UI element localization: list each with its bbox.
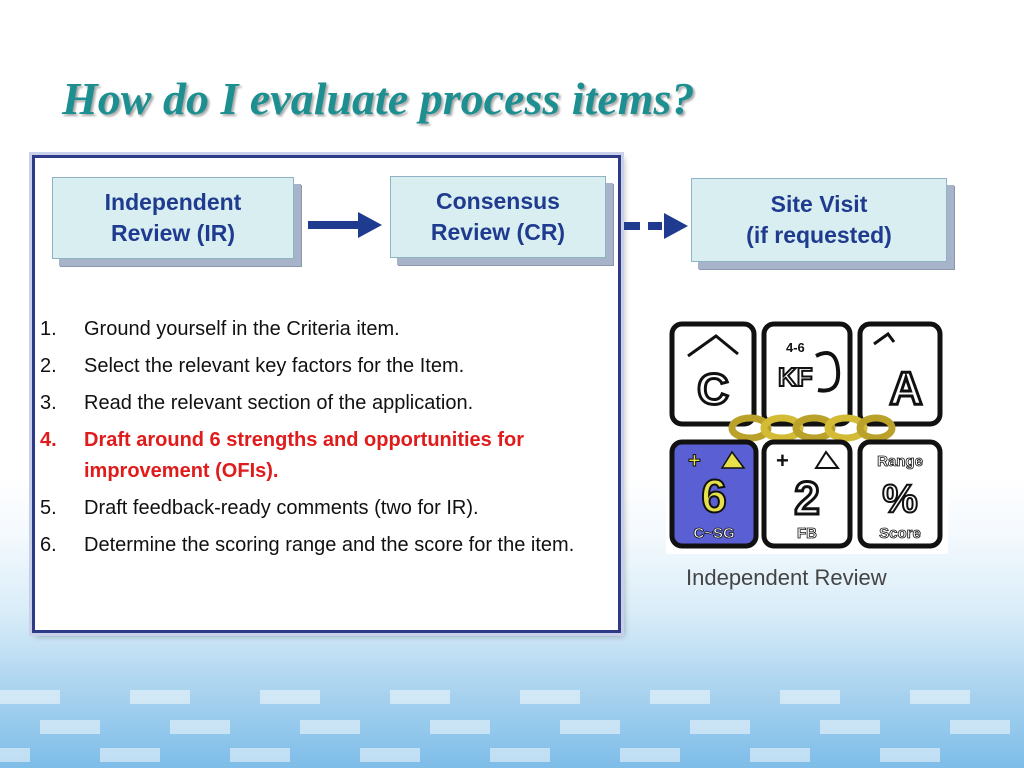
svg-text:C: C bbox=[697, 365, 729, 414]
card-kf-icon: 4-6 KF bbox=[761, 321, 853, 427]
list-item-highlighted: 4. Draft around 6 strengths and opportun… bbox=[40, 425, 610, 487]
card-c-icon: C bbox=[669, 321, 757, 427]
svg-text:C~SG: C~SG bbox=[693, 525, 734, 542]
site-visit-line2: (if requested) bbox=[746, 222, 892, 248]
step-text: Draft feedback-ready comments (two for I… bbox=[84, 497, 479, 519]
list-item: 6. Determine the scoring range and the s… bbox=[40, 530, 610, 561]
step-number: 3. bbox=[40, 392, 57, 414]
step-text: Ground yourself in the Criteria item. bbox=[84, 318, 400, 340]
independent-review-box: Independent Review (IR) bbox=[52, 177, 294, 259]
step-text: Determine the scoring range and the scor… bbox=[84, 534, 575, 556]
svg-text:2: 2 bbox=[794, 472, 820, 524]
water-band bbox=[0, 690, 1024, 704]
chain-icon bbox=[728, 414, 896, 442]
step-number: 5. bbox=[40, 497, 57, 519]
consensus-review-line1: Consensus bbox=[436, 187, 560, 214]
list-item: 5. Draft feedback-ready comments (two fo… bbox=[40, 493, 610, 524]
consensus-review-box: Consensus Review (CR) bbox=[390, 176, 606, 258]
step-text: Read the relevant section of the applica… bbox=[84, 392, 474, 414]
card-score-icon: Range % Score bbox=[857, 439, 943, 549]
steps-list: 1. Ground yourself in the Criteria item.… bbox=[40, 314, 610, 567]
svg-text:Score: Score bbox=[879, 525, 921, 542]
card-six-icon: + 6 C~SG bbox=[669, 439, 759, 549]
water-band bbox=[0, 748, 994, 762]
slide-title: How do I evaluate process items? bbox=[62, 73, 695, 124]
water-band bbox=[40, 720, 1024, 734]
card-a-icon: A bbox=[857, 321, 943, 427]
step-text: Draft around 6 strengths and opportuniti… bbox=[84, 429, 525, 482]
svg-text:Range: Range bbox=[877, 453, 923, 470]
svg-text:KF: KF bbox=[778, 362, 813, 392]
list-item: 1. Ground yourself in the Criteria item. bbox=[40, 314, 610, 345]
independent-review-illustration: C 4-6 KF A + 6 C~SG + 2 FB Range % Score bbox=[666, 316, 948, 554]
independent-review-line2: Review (IR) bbox=[111, 220, 235, 246]
dashed-arrow-icon bbox=[624, 213, 688, 239]
site-visit-line1: Site Visit bbox=[770, 190, 868, 217]
list-item: 3. Read the relevant section of the appl… bbox=[40, 388, 610, 419]
step-number: 2. bbox=[40, 355, 57, 377]
site-visit-box: Site Visit (if requested) bbox=[691, 178, 947, 262]
svg-text:+: + bbox=[776, 448, 789, 473]
step-text: Select the relevant key factors for the … bbox=[84, 355, 465, 377]
card-two-icon: + 2 FB bbox=[761, 439, 853, 549]
svg-text:A: A bbox=[889, 362, 922, 414]
solid-arrow-icon bbox=[308, 212, 382, 238]
step-number: 4. bbox=[40, 429, 57, 451]
svg-text:+: + bbox=[688, 448, 701, 473]
list-item: 2. Select the relevant key factors for t… bbox=[40, 351, 610, 382]
illustration-caption: Independent Review bbox=[686, 565, 887, 590]
svg-text:6: 6 bbox=[701, 470, 727, 522]
svg-text:FB: FB bbox=[797, 525, 817, 542]
independent-review-line1: Independent bbox=[104, 188, 242, 215]
step-number: 6. bbox=[40, 534, 57, 556]
consensus-review-line2: Review (CR) bbox=[430, 219, 566, 245]
svg-text:4-6: 4-6 bbox=[786, 340, 805, 355]
step-number: 1. bbox=[40, 318, 57, 340]
svg-text:%: % bbox=[882, 477, 918, 521]
